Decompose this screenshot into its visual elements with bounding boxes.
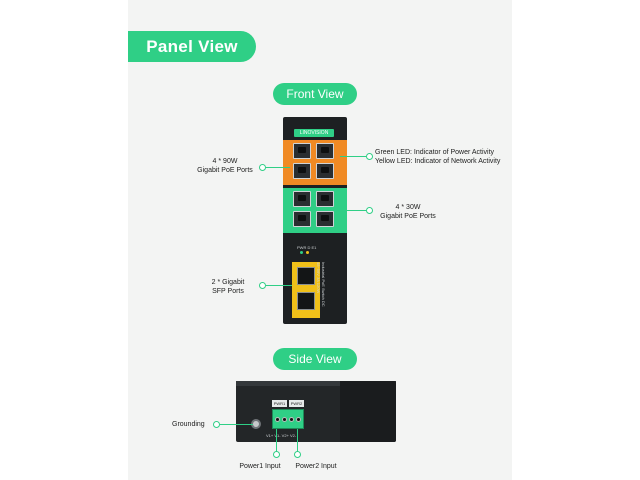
poe30-desc: Gigabit PoE Ports — [380, 213, 436, 220]
terminal-screw-icon — [275, 417, 280, 422]
terminal-screw-icon — [289, 417, 294, 422]
callout-connector — [276, 429, 277, 452]
sfp-desc: SFP Ports — [212, 288, 244, 295]
side-device-top-edge — [236, 381, 396, 386]
callout-connector — [340, 210, 366, 211]
right-margin — [512, 0, 640, 480]
poe30-callout: 4 * 30W Gigabit PoE Ports — [372, 203, 444, 221]
panel-view-title: Panel View — [128, 31, 256, 62]
rj45-port — [316, 211, 334, 227]
poe30-count: 4 * 30W — [395, 204, 421, 211]
power2-label: Power2 Input — [295, 463, 337, 470]
device-side-text: Industrial PoE Switch DC 48~56V 3A 120W — [316, 262, 326, 307]
terminal-screw-icon — [282, 417, 287, 422]
network-led — [306, 251, 309, 254]
rj45-port — [293, 191, 311, 207]
callout-connector — [220, 424, 253, 425]
callout-marker-icon — [366, 207, 373, 214]
sfp-callout: 2 * Gigabit SFP Ports — [200, 278, 256, 296]
callout-connector — [340, 156, 366, 157]
poe90-count: 4 * 90W — [212, 158, 238, 165]
rj45-port — [316, 191, 334, 207]
rj45-port — [293, 143, 311, 159]
callout-marker-icon — [366, 153, 373, 160]
rj45-port — [316, 163, 334, 179]
callout-connector — [297, 429, 298, 452]
status-led-labels: PWR D E1 — [297, 245, 317, 250]
callout-connector — [266, 167, 290, 168]
sfp-port — [297, 267, 315, 285]
rj45-port — [293, 211, 311, 227]
terminal-screw-icon — [296, 417, 301, 422]
sfp-port — [297, 292, 315, 310]
left-margin — [0, 0, 128, 480]
poe90-callout: 4 * 90W Gigabit PoE Ports — [190, 157, 260, 175]
poe90-desc: Gigabit PoE Ports — [197, 167, 253, 174]
green-led-desc: Green LED: Indicator of Power Activity — [375, 149, 495, 156]
pwr1-terminal-label: PWR1 — [272, 400, 287, 407]
led-callout: Green LED: Indicator of Power Activity Y… — [375, 148, 515, 166]
power1-label: Power1 Input — [239, 463, 281, 470]
callout-marker-icon — [294, 451, 301, 458]
brand-label: LINOVISION — [294, 129, 334, 137]
grounding-label: Grounding — [172, 421, 205, 428]
yellow-led-desc: Yellow LED: Indicator of Network Activit… — [375, 158, 501, 165]
power-led — [300, 251, 303, 254]
callout-marker-icon — [259, 282, 266, 289]
callout-marker-icon — [273, 451, 280, 458]
callout-connector — [266, 285, 292, 286]
rj45-port — [316, 143, 334, 159]
pwr2-terminal-label: PWR2 — [289, 400, 304, 407]
side-view-title: Side View — [273, 348, 357, 370]
side-device-heatsink — [340, 381, 396, 442]
power-terminal-block — [272, 409, 304, 429]
rj45-port — [293, 163, 311, 179]
terminal-pin-labels: V1+ V1- V2+ V2- — [266, 433, 297, 438]
sfp-count: 2 * Gigabit — [211, 279, 245, 286]
callout-marker-icon — [259, 164, 266, 171]
front-view-title: Front View — [273, 83, 357, 105]
callout-marker-icon — [213, 421, 220, 428]
